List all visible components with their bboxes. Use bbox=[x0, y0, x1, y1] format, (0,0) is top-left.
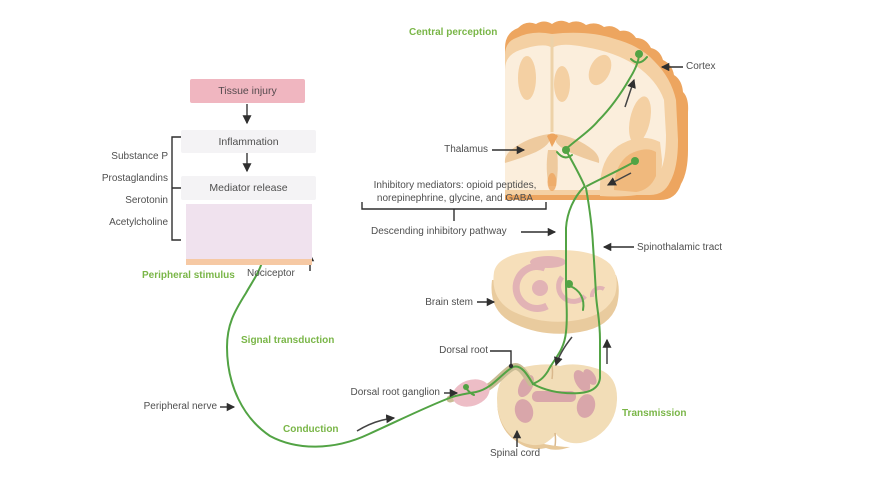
brainstem-neuron-dot bbox=[565, 280, 573, 288]
stage-signal-transduction: Signal transduction bbox=[241, 335, 335, 346]
label-peripheral-nerve: Peripheral nerve bbox=[143, 401, 217, 412]
label-inhibitory-mediators-line2: norepinephrine, glycine, and GABA bbox=[376, 193, 534, 204]
second-neuron-line bbox=[586, 161, 635, 187]
flow-step-inflammation: Inflammation bbox=[181, 130, 316, 153]
peripheral-nerve-path bbox=[226, 255, 453, 448]
label-dorsal-root-ganglion: Dorsal root ganglion bbox=[350, 387, 441, 398]
stage-peripheral-stimulus: Peripheral stimulus bbox=[142, 270, 235, 281]
cortex-neuron-dot bbox=[635, 50, 643, 58]
label-dorsal-root: Dorsal root bbox=[439, 345, 488, 356]
pain-pathway-lines bbox=[226, 50, 648, 448]
annotation-lines bbox=[220, 62, 683, 447]
label-inhibitory-mediators-line1: Inhibitory mediators: opioid peptides, bbox=[373, 180, 537, 191]
flowchart-connectors bbox=[171, 104, 252, 241]
flow-step-tissue-injury: Tissue injury bbox=[190, 79, 305, 103]
mediator-substance-p: Substance P bbox=[111, 151, 168, 162]
stage-conduction: Conduction bbox=[283, 424, 339, 435]
label-cortex: Cortex bbox=[686, 61, 716, 72]
spinal-cord-illustration bbox=[497, 364, 618, 450]
label-brain-stem: Brain stem bbox=[425, 297, 473, 308]
thalamus-neuron-dot bbox=[562, 146, 570, 154]
stage-transmission: Transmission bbox=[622, 408, 687, 419]
label-descending-inhibitory-pathway: Descending inhibitory pathway bbox=[371, 226, 507, 237]
direction-arrows bbox=[356, 78, 636, 432]
descending-neuron-dot bbox=[631, 157, 639, 165]
thalamus-to-cortex-path bbox=[565, 55, 640, 150]
brainstem-illustration bbox=[491, 250, 619, 334]
label-spinal-cord: Spinal cord bbox=[490, 448, 541, 459]
mediator-serotonin: Serotonin bbox=[125, 195, 168, 206]
mediator-prostaglandins: Prostaglandins bbox=[101, 173, 168, 184]
skin-surface-strip bbox=[186, 259, 312, 265]
flow-step-label: Mediator release bbox=[209, 182, 288, 194]
mediator-acetylcholine: Acetylcholine bbox=[109, 217, 168, 228]
flow-step-label: Inflammation bbox=[218, 135, 279, 148]
ganglion-neuron-dot bbox=[463, 384, 469, 390]
brainstem-branch bbox=[569, 285, 585, 311]
skin-block bbox=[186, 204, 312, 259]
thalamus-junction-line bbox=[566, 151, 586, 188]
stage-central-perception: Central perception bbox=[409, 27, 498, 38]
label-thalamus: Thalamus bbox=[444, 144, 488, 155]
spinothalamic-tract-path bbox=[532, 187, 601, 395]
label-nociceptor: Nociceptor bbox=[247, 268, 295, 279]
flow-step-label: Tissue injury bbox=[218, 85, 277, 97]
ganglion-to-cord-path bbox=[451, 365, 534, 398]
brain-illustration bbox=[504, 20, 689, 201]
descending-pathway-path bbox=[532, 186, 585, 385]
flow-step-mediator-release: Mediator release bbox=[181, 176, 316, 200]
label-spinothalamic-tract: Spinothalamic tract bbox=[637, 242, 723, 253]
